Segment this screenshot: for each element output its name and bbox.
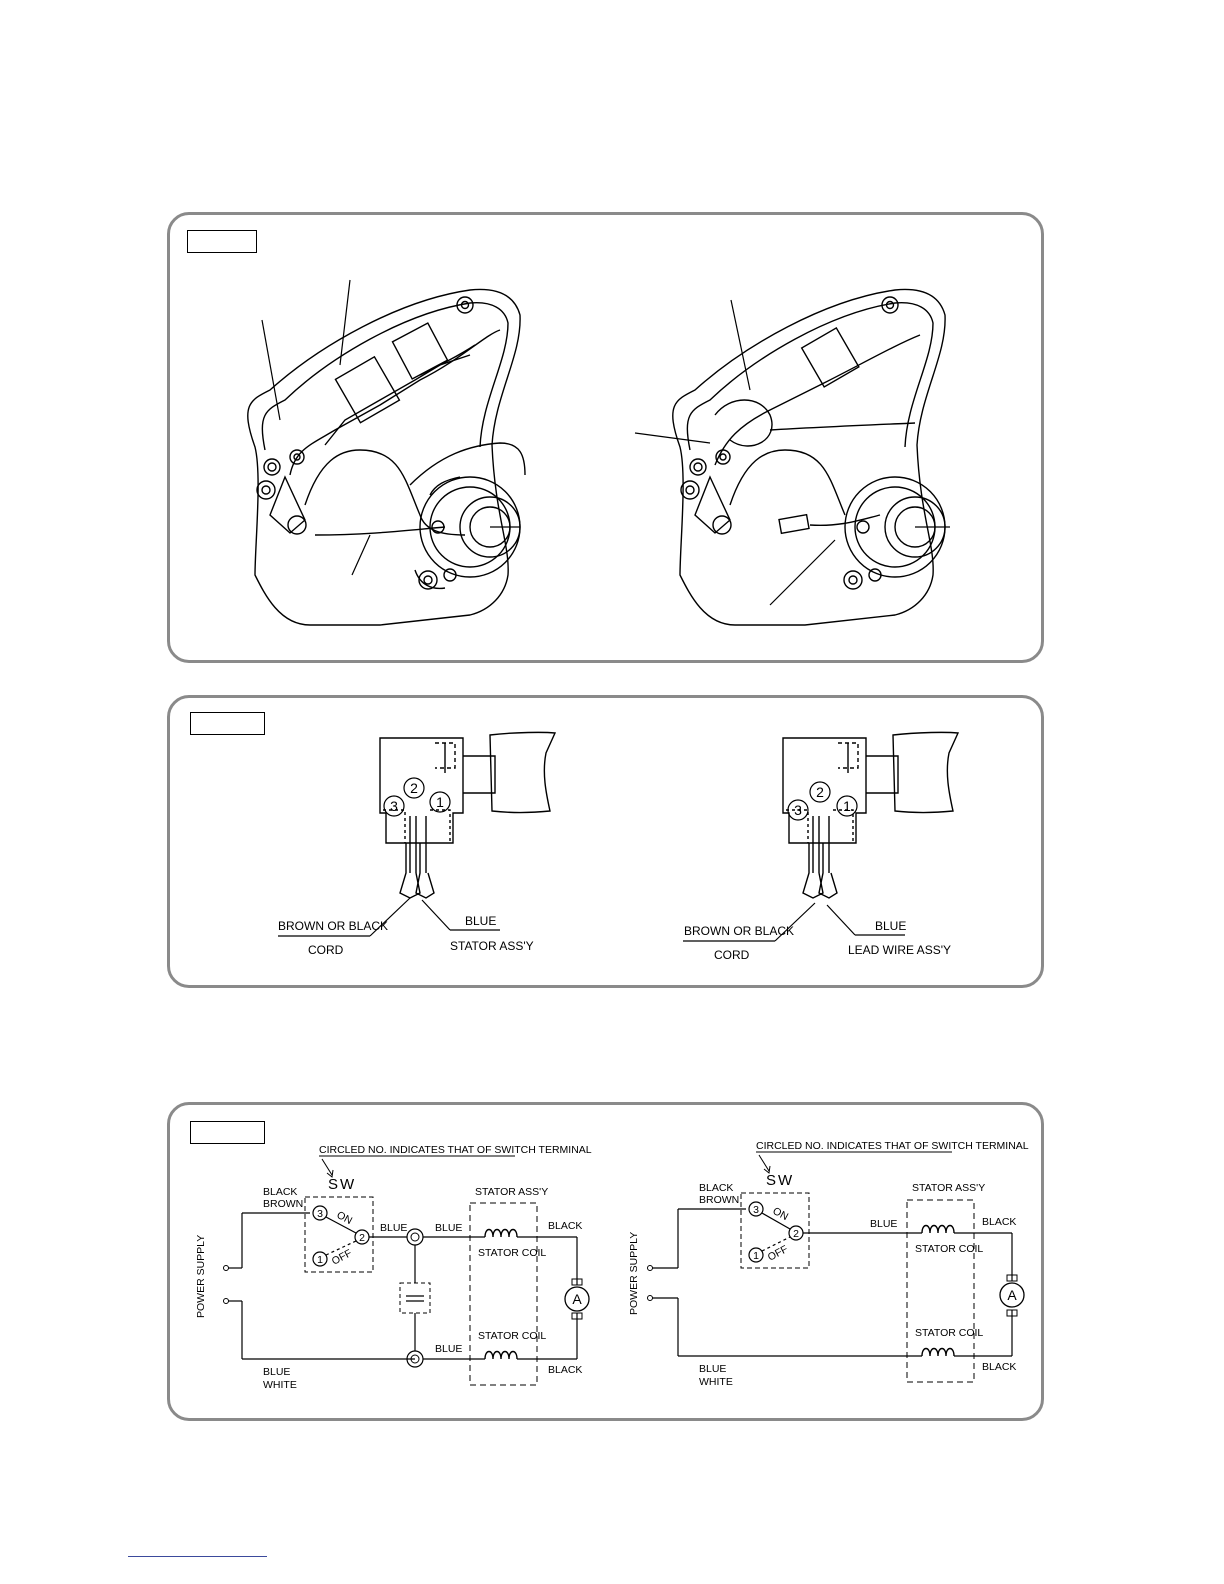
switch-off-label: OFF — [766, 1243, 790, 1263]
lead-black: BLACK — [263, 1186, 297, 1198]
lead-white: WHITE — [699, 1376, 733, 1388]
leader-lines-right — [634, 299, 950, 606]
switch-terminal-3: 3 — [317, 1208, 323, 1220]
armature-symbol — [564, 1286, 590, 1312]
wire-black-top: BLACK — [982, 1216, 1016, 1228]
wire-label-blue: BLUE — [875, 919, 906, 933]
switch-terminal-1: 1 — [753, 1250, 759, 1262]
terminal-circle — [429, 791, 451, 813]
switch-box — [740, 1192, 810, 1269]
wire-blue: BLUE — [870, 1218, 897, 1230]
terminal-2-label: 2 — [410, 780, 418, 796]
figure-tab — [187, 230, 257, 253]
switch-left — [379, 731, 557, 899]
stator-coil-top — [484, 1228, 518, 1238]
stator-coil-bottom-label: STATOR COIL — [478, 1330, 546, 1342]
stator-coil-top-label: STATOR COIL — [915, 1243, 983, 1255]
switch-terminal — [748, 1247, 764, 1263]
switch-terminal — [312, 1205, 328, 1221]
terminal-circle — [836, 795, 858, 817]
housing-right — [672, 288, 946, 626]
stator-assy-label: STATOR ASS'Y — [912, 1182, 985, 1194]
housing-left — [247, 288, 526, 626]
junction — [406, 1228, 424, 1246]
figure-tab — [190, 712, 265, 735]
stator-coil-top-label: STATOR COIL — [478, 1247, 546, 1259]
lead-blue: BLUE — [263, 1366, 290, 1378]
terminals-left: 3 2 1 — [383, 777, 451, 817]
terminal-1-label: 1 — [436, 794, 444, 810]
switch-terminal-2: 2 — [359, 1232, 365, 1244]
wire-black-top: BLACK — [548, 1220, 582, 1232]
terminal-circle — [787, 799, 809, 821]
wire-label-cord: CORD — [308, 943, 344, 957]
switch-label: SW — [328, 1176, 356, 1193]
housing-drawings — [247, 279, 950, 626]
wire-leaders-left — [278, 897, 500, 937]
note-circled-no: CIRCLED NO. INDICATES THAT OF SWITCH TER… — [319, 1144, 592, 1156]
switch-connection-panel: 3 2 1 BROWN OR BLACK CORD BLUE STATOR AS… — [167, 695, 1044, 988]
power-supply-label: POWER SUPPLY — [628, 1232, 640, 1315]
schematic-drawings: CIRCLED NO. INDICATES THAT OF SWITCH TER… — [195, 1140, 1029, 1391]
switch-box — [304, 1196, 374, 1273]
wire-label-cord: CORD — [714, 948, 750, 962]
terminals-right: 3 2 1 — [787, 781, 858, 821]
switch-label: SW — [766, 1172, 794, 1189]
terminal-2-label: 2 — [816, 784, 824, 800]
wire-black-bottom: BLACK — [548, 1364, 582, 1376]
leader-lines-left — [261, 279, 520, 576]
wire-label-brown-or-black: BROWN OR BLACK — [684, 924, 794, 938]
lead-black: BLACK — [699, 1182, 733, 1194]
schematic-panel: CIRCLED NO. INDICATES THAT OF SWITCH TER… — [167, 1102, 1044, 1421]
switch-terminal-2: 2 — [793, 1228, 799, 1240]
lead-white: WHITE — [263, 1379, 297, 1391]
terminal-3-label: 3 — [794, 802, 802, 818]
switch-terminal-1: 1 — [317, 1254, 323, 1266]
wire-blue-2: BLUE — [435, 1222, 462, 1234]
wire-blue-3: BLUE — [435, 1343, 462, 1355]
switch-terminal — [748, 1201, 764, 1217]
stator-coil-bottom-label: STATOR COIL — [915, 1327, 983, 1339]
terminal-circle — [809, 781, 831, 803]
wire-label-stator-assy: STATOR ASS'Y — [450, 939, 534, 953]
wire-blue-1: BLUE — [380, 1222, 407, 1234]
terminal-1-label: 1 — [843, 798, 851, 814]
stator-coil-bottom — [921, 1347, 955, 1357]
switch-drawings: 3 2 1 BROWN OR BLACK CORD BLUE STATOR AS… — [278, 731, 960, 962]
stator-coil-bottom — [484, 1350, 518, 1360]
footer-rule — [128, 1556, 267, 1557]
switch-terminal-3: 3 — [753, 1204, 759, 1216]
armature-label: A — [572, 1291, 582, 1307]
wire-label-lead-wire-assy: LEAD WIRE ASS'Y — [848, 943, 951, 957]
lead-brown: BROWN — [263, 1198, 303, 1210]
terminal-circle — [383, 795, 405, 817]
note-circled-no: CIRCLED NO. INDICATES THAT OF SWITCH TER… — [756, 1140, 1029, 1152]
wire-leaders-right — [683, 902, 905, 942]
wire-label-brown-or-black: BROWN OR BLACK — [278, 919, 388, 933]
power-supply-label: POWER SUPPLY — [195, 1235, 207, 1318]
stator-assy-box — [906, 1199, 975, 1383]
armature-label: A — [1007, 1287, 1017, 1303]
figure-tab — [190, 1121, 265, 1144]
switch-terminal — [312, 1251, 328, 1267]
stator-assy-box — [469, 1202, 538, 1386]
capacitor-box — [399, 1282, 431, 1314]
lead-blue: BLUE — [699, 1363, 726, 1375]
terminal-3-label: 3 — [390, 798, 398, 814]
armature-symbol — [999, 1282, 1025, 1308]
switch-right — [782, 731, 960, 899]
switch-on-label: ON — [771, 1205, 791, 1223]
lead-brown: BROWN — [699, 1194, 739, 1206]
switch-off-label: OFF — [330, 1247, 354, 1267]
terminal-circle — [403, 777, 425, 799]
stator-assy-label: STATOR ASS'Y — [475, 1186, 548, 1198]
wire-black-bottom: BLACK — [982, 1361, 1016, 1373]
switch-on-label: ON — [335, 1209, 355, 1227]
wire-label-blue: BLUE — [465, 914, 496, 928]
stator-coil-top — [921, 1224, 955, 1234]
housing-wiring-panel — [167, 212, 1044, 663]
